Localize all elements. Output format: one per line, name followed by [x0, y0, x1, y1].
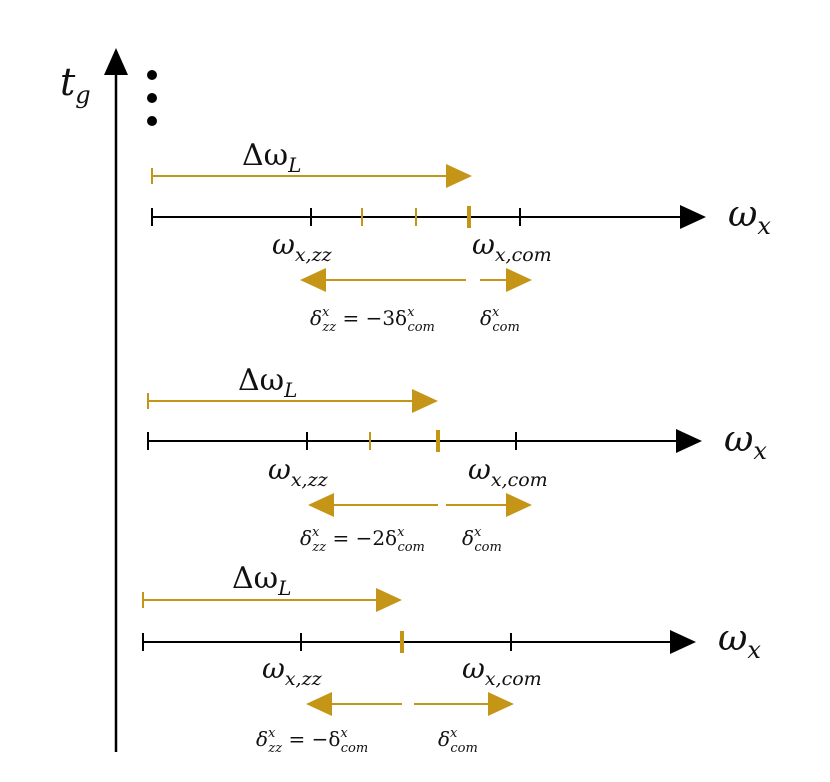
- gold-arrowhead-icon: [306, 692, 332, 716]
- gold-arrowhead-icon: [300, 268, 326, 292]
- omega-com-label: ωx,com: [462, 652, 542, 690]
- delta-com-arrow: [480, 268, 532, 292]
- omega-zz-label: ωx,zz: [262, 652, 323, 690]
- omega-zz-label: ωx,zz: [268, 453, 329, 491]
- delta-omega-l-label: ΔωL: [238, 363, 297, 402]
- gold-arrowhead-icon: [376, 588, 402, 612]
- omega-x-axis-label: ωx: [718, 618, 761, 664]
- delta-omega-l-label: ΔωL: [242, 138, 301, 177]
- omega-x-axis-label: ωx: [728, 194, 771, 240]
- panel-top: ΔωL ωx ωx,zz ωx,com: [151, 138, 771, 335]
- omega-com-label: ωx,com: [472, 228, 552, 266]
- axis-arrowhead-icon: [676, 429, 702, 453]
- gold-arrowhead-icon: [446, 164, 472, 188]
- delta-com-arrow: [414, 692, 514, 716]
- delta-omega-l-label: ΔωL: [232, 561, 291, 600]
- gold-arrowhead-icon: [412, 389, 438, 413]
- delta-omega-l-arrow: [147, 389, 438, 413]
- omega-x-axis: [147, 429, 702, 453]
- time-axis: tg: [60, 48, 128, 752]
- delta-zz-arrow: [300, 268, 466, 292]
- time-axis-label: tg: [60, 60, 91, 109]
- delta-zz-arrow: [306, 692, 402, 716]
- omega-x-axis-label: ωx: [724, 419, 767, 465]
- omega-com-label: ωx,com: [468, 453, 548, 491]
- gold-arrowhead-icon: [506, 493, 532, 517]
- gold-arrowhead-icon: [506, 268, 532, 292]
- gold-arrowhead-icon: [488, 692, 514, 716]
- delta-zz-arrow: [308, 493, 438, 517]
- omega-x-axis: [142, 630, 696, 654]
- omega-x-axis: [151, 205, 706, 229]
- delta-com-arrow: [446, 493, 532, 517]
- omega-zz-label: ωx,zz: [272, 228, 333, 266]
- time-axis-arrowhead-icon: [104, 48, 128, 75]
- delta-omega-l-arrow: [151, 164, 472, 188]
- axis-arrowhead-icon: [680, 205, 706, 229]
- gold-arrowhead-icon: [308, 493, 334, 517]
- delta-omega-l-arrow: [142, 588, 402, 612]
- vertical-ellipsis-icon: [147, 70, 157, 126]
- axis-arrowhead-icon: [670, 630, 696, 654]
